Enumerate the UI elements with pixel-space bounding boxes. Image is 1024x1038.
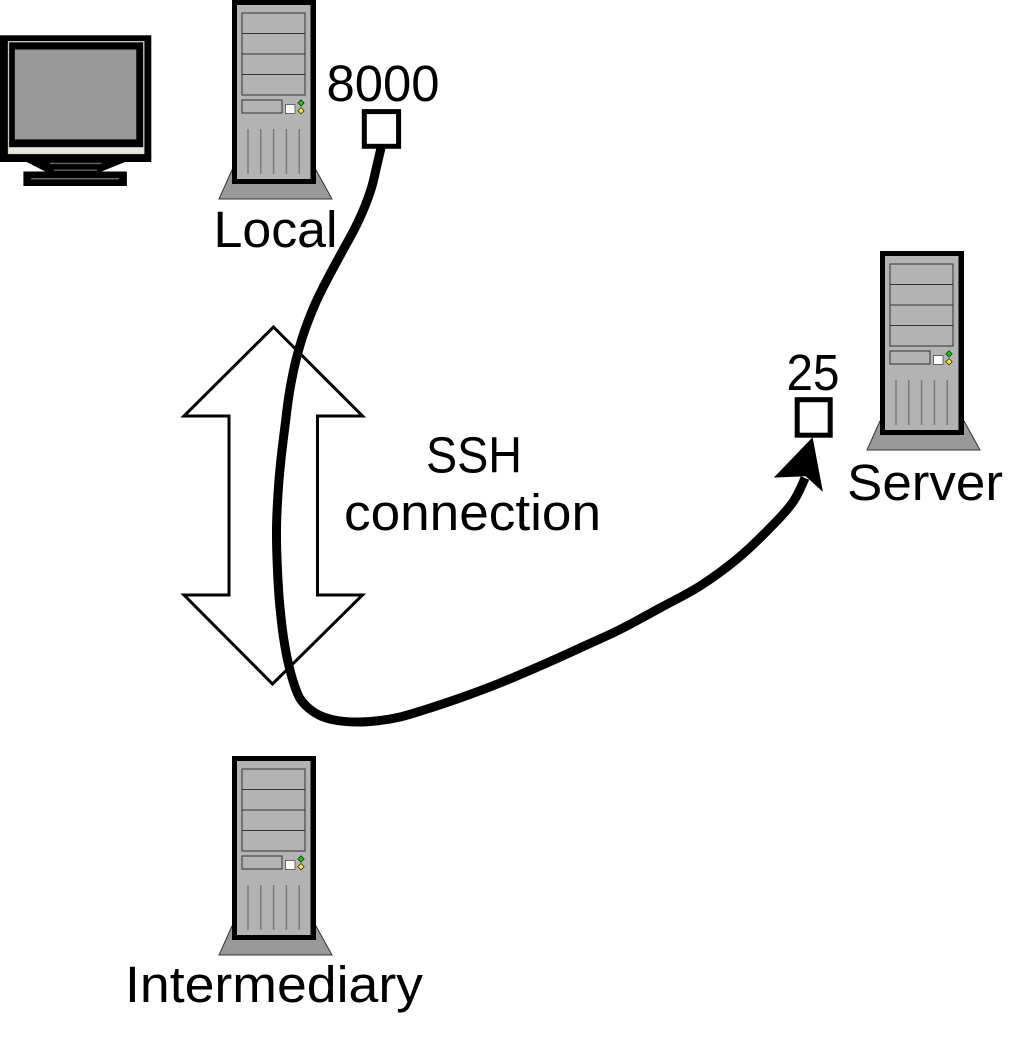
svg-text:SSH: SSH [426, 426, 522, 483]
svg-text:Local: Local [214, 201, 338, 258]
svg-text:Intermediary: Intermediary [125, 956, 424, 1013]
svg-text:connection: connection [344, 484, 601, 541]
svg-text:Server: Server [847, 454, 1003, 511]
svg-text:8000: 8000 [327, 55, 440, 112]
svg-text:25: 25 [787, 344, 840, 401]
